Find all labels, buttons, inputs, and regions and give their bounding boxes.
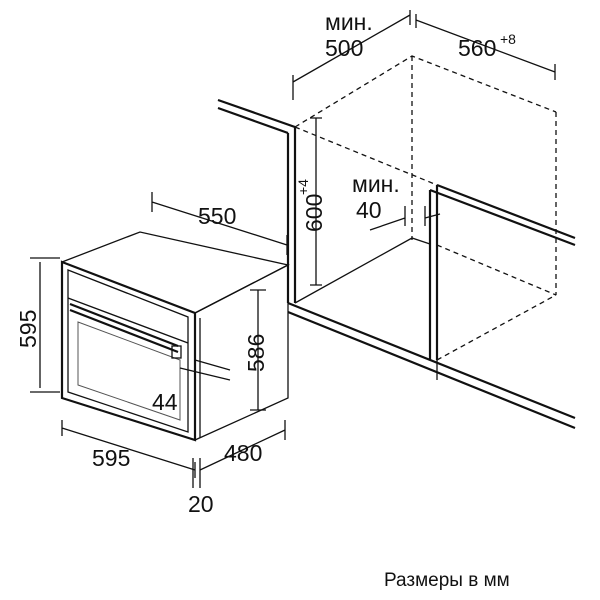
oven-door-window bbox=[77, 321, 181, 421]
left-side-panel bbox=[217, 98, 296, 135]
side-gap-value: 40 bbox=[356, 197, 382, 223]
niche-depth-label: мин. bbox=[325, 9, 373, 35]
oven-side bbox=[194, 263, 289, 441]
niche-top-edge bbox=[294, 55, 557, 128]
right-side-panel bbox=[429, 183, 576, 247]
cabinet-niche bbox=[217, 55, 576, 430]
oven-inner-height: 586 bbox=[243, 334, 269, 372]
niche-depth-value: 500 bbox=[325, 35, 363, 61]
niche-floor bbox=[294, 237, 431, 304]
oven-height: 595 bbox=[15, 310, 41, 348]
oven-depth: 480 bbox=[224, 440, 262, 466]
niche-height-value: 600 bbox=[301, 194, 327, 232]
niche-height-tolerance: +4 bbox=[295, 179, 311, 195]
handle-bracket bbox=[171, 345, 182, 359]
units-caption: Размеры в мм bbox=[384, 570, 510, 591]
oven-width: 595 bbox=[92, 445, 130, 471]
oven-top bbox=[61, 231, 290, 314]
handle-offset: 44 bbox=[152, 389, 178, 415]
front-thickness: 20 bbox=[188, 491, 214, 517]
niche-width-tolerance: +8 bbox=[500, 31, 516, 47]
oven-top-depth: 550 bbox=[198, 203, 236, 229]
oven-handle bbox=[69, 302, 179, 354]
side-gap-label: мин. bbox=[352, 171, 400, 197]
oven bbox=[60, 231, 290, 442]
niche-width-value: 560 bbox=[458, 35, 496, 61]
dimension-lines bbox=[30, 10, 556, 488]
base-edge bbox=[287, 301, 576, 430]
